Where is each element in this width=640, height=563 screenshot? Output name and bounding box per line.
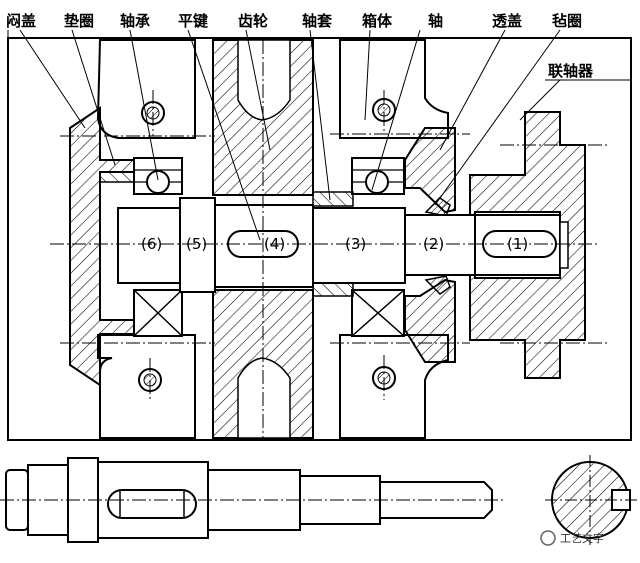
housing-top-right — [339, 39, 449, 139]
section-3: (3) — [345, 235, 366, 253]
label-closed-cover: 闷盖 — [6, 12, 36, 30]
label-bearing: 轴承 — [120, 12, 150, 30]
component-labels: 闷盖 垫圈 轴承 平键 齿轮 轴套 箱体 轴 透盖 毡圈 联轴器 — [6, 12, 594, 80]
label-gasket: 垫圈 — [64, 12, 94, 30]
label-through-cover: 透盖 — [492, 12, 522, 30]
felt-ring — [424, 197, 451, 295]
shaft — [117, 197, 569, 293]
label-housing: 箱体 — [362, 12, 393, 30]
through-cover — [404, 127, 456, 363]
section-6: (6) — [141, 235, 162, 253]
sleeve — [312, 191, 354, 297]
housing-bottom-left — [97, 334, 196, 439]
left-bearing — [133, 157, 183, 337]
shaft-part-view — [0, 457, 505, 543]
shaft-cross-section — [545, 455, 640, 545]
centerlines — [50, 40, 610, 438]
section-1: (1) — [507, 235, 528, 253]
section-2: (2) — [423, 235, 444, 253]
frame-border — [7, 37, 632, 441]
label-gear: 齿轮 — [238, 12, 268, 30]
label-coupling: 联轴器 — [548, 62, 594, 80]
leader-lines — [7, 29, 630, 241]
housing-top-left — [96, 39, 196, 139]
section-5: (5) — [186, 235, 207, 253]
closed-cover — [69, 106, 135, 387]
right-bearing — [351, 157, 405, 337]
watermark-text: 工艺文字 — [560, 531, 604, 545]
section-labels: (1) (2) (3) (4) (5) (6) — [141, 235, 528, 253]
label-sleeve: 轴套 — [302, 12, 333, 30]
label-felt-ring: 毡圈 — [552, 12, 582, 30]
watermark: 工艺文字 — [540, 530, 604, 546]
section-4: (4) — [264, 235, 285, 253]
label-shaft: 轴 — [428, 12, 443, 30]
label-flat-key: 平键 — [178, 12, 208, 30]
gear — [212, 39, 314, 439]
